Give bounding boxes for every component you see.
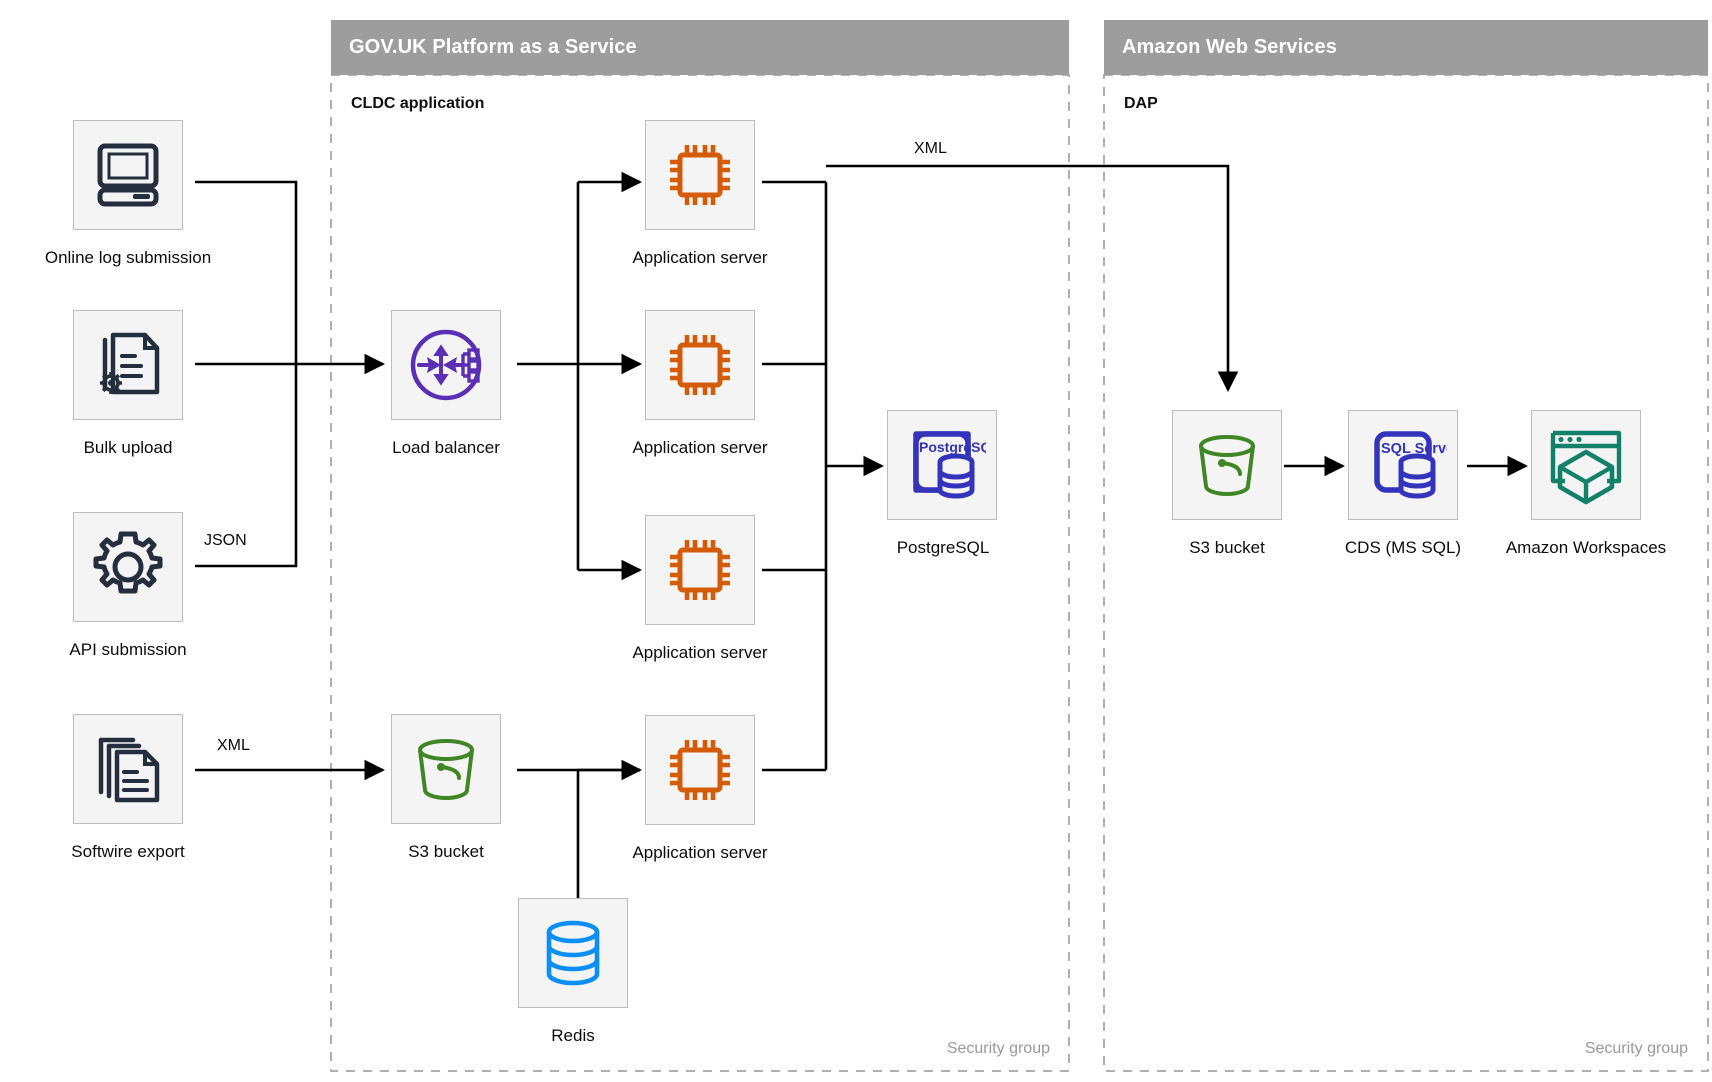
node-softwire-export[interactable] <box>73 714 183 824</box>
node-load-balancer[interactable] <box>391 310 501 420</box>
edge-online-log-to-trunk <box>195 180 298 364</box>
node-label-app-server-3: Application server <box>632 643 768 662</box>
postgresql-icon: PostgreSQL <box>913 431 986 499</box>
edge-xml-to-aws-s3 <box>826 164 1239 393</box>
cpu-chip-icon <box>670 145 730 205</box>
node-label-s3-bucket-paas: S3 bucket <box>408 842 484 861</box>
zone-subtitle-cldc-application: CLDC application <box>351 95 485 112</box>
node-label-app-server-2: Application server <box>632 438 768 457</box>
cpu-chip-icon <box>670 740 730 800</box>
node-app-server-3[interactable] <box>645 515 755 625</box>
node-app-server-4[interactable] <box>645 715 755 825</box>
zone-subtitle-dap: DAP <box>1124 95 1158 112</box>
gear-icon <box>93 531 163 594</box>
node-label-api-submission: API submission <box>69 640 187 659</box>
cpu-chip-icon <box>670 540 730 600</box>
security-group-label-aws: Security group <box>1584 1040 1688 1057</box>
node-label-cds-ms-sql: CDS (MS SQL) <box>1344 538 1462 557</box>
edge-label-json: JSON <box>200 532 251 550</box>
node-cds-ms-sql[interactable]: SQL Server <box>1348 410 1458 520</box>
database-cylinder-icon <box>546 920 600 986</box>
zone-header-paas: GOV.UK Platform as a Service <box>331 20 1069 75</box>
node-online-log-submission[interactable] <box>73 120 183 230</box>
edge-label-xml-dap: XML <box>910 140 951 158</box>
node-bulk-upload[interactable] <box>73 310 183 420</box>
zone-header-aws: Amazon Web Services <box>1104 20 1708 75</box>
postgresql-badge-text: PostgreSQL <box>919 439 986 455</box>
sql-server-badge-text: SQL Server <box>1381 441 1447 457</box>
sql-server-icon: SQL Server <box>1374 431 1447 499</box>
desktop-computer-icon <box>97 143 159 207</box>
node-label-amazon-workspaces: Amazon Workspaces <box>1505 538 1667 557</box>
node-app-server-2[interactable] <box>645 310 755 420</box>
node-label-online-log-submission: Online log submission <box>44 248 212 267</box>
edge-redis-to-app-server-4 <box>576 768 640 900</box>
bucket-icon <box>1199 435 1255 496</box>
bucket-icon <box>418 739 474 800</box>
node-label-app-server-1: Application server <box>632 248 768 267</box>
node-redis[interactable] <box>518 898 628 1008</box>
node-app-server-1[interactable] <box>645 120 755 230</box>
node-label-postgresql: PostgreSQL <box>896 538 990 557</box>
documents-stack-icon <box>98 737 160 803</box>
security-group-label-paas: Security group <box>946 1040 1050 1057</box>
edge-label-xml-softwire: XML <box>213 737 254 755</box>
document-gear-icon <box>100 332 160 395</box>
cpu-chip-icon <box>670 335 730 395</box>
node-label-load-balancer: Load balancer <box>392 438 500 457</box>
node-postgresql[interactable]: PostgreSQL <box>887 410 997 520</box>
node-label-softwire-export: Softwire export <box>71 842 185 861</box>
zone-title-aws: Amazon Web Services <box>1122 36 1337 58</box>
node-label-app-server-4: Application server <box>632 843 768 862</box>
edge-api-submission-to-trunk <box>195 364 298 568</box>
node-api-submission[interactable] <box>73 512 183 622</box>
zone-title-paas: GOV.UK Platform as a Service <box>349 36 637 58</box>
node-amazon-workspaces[interactable] <box>1531 410 1641 520</box>
workspaces-cube-icon <box>1550 430 1622 505</box>
node-label-redis: Redis <box>551 1026 595 1045</box>
node-label-bulk-upload: Bulk upload <box>83 438 173 457</box>
node-s3-bucket-aws[interactable] <box>1172 410 1282 520</box>
load-balancer-icon <box>410 329 482 401</box>
node-s3-bucket-paas[interactable] <box>391 714 501 824</box>
node-label-s3-bucket-aws: S3 bucket <box>1189 538 1265 557</box>
